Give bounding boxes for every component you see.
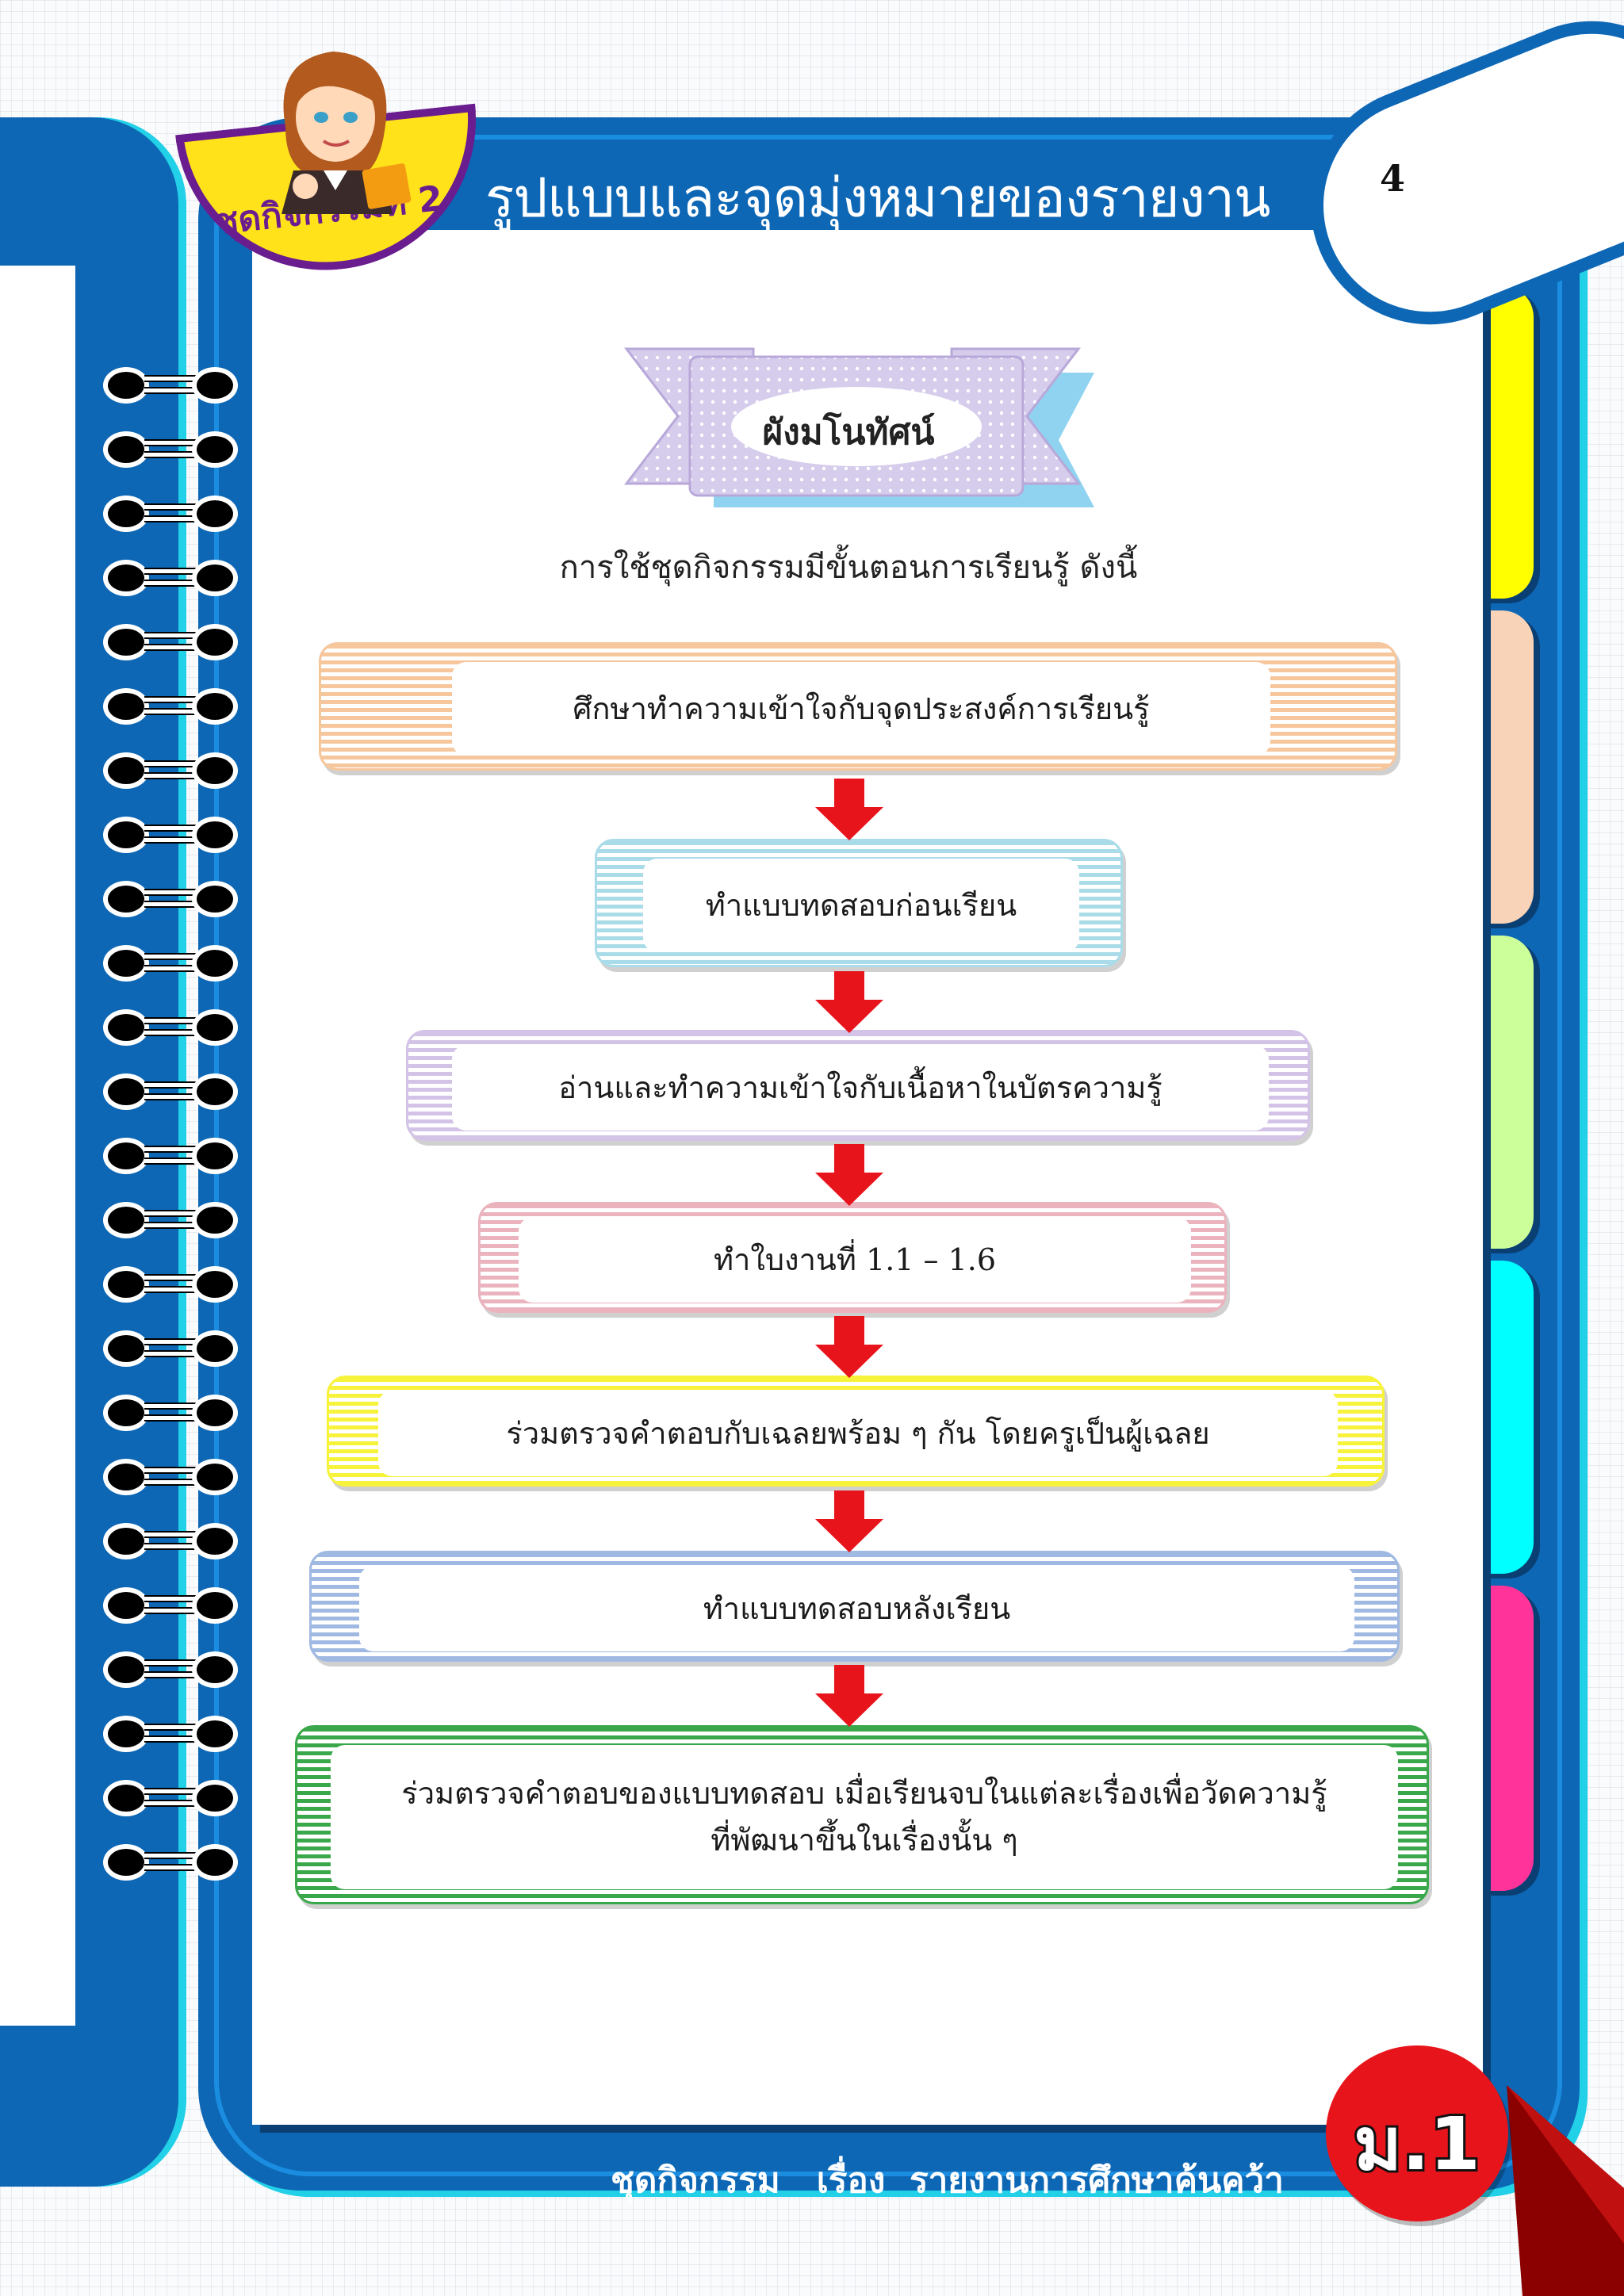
binder-ring-icon [103,682,238,729]
step-box: ร่วมตรวจคำตอบของแบบทดสอบ เมื่อเรียนจบในแ… [295,1725,1429,1904]
binder-ring-icon [103,1452,238,1500]
step-box: ทำแบบทดสอบก่อนเรียน [595,839,1123,967]
binder-ring-icon [103,874,238,922]
binder-ring-icon [103,1581,238,1628]
step-text: ทำแบบทดสอบก่อนเรียน [643,859,1079,952]
binder-ring-icon [103,746,238,794]
step-text: ทำแบบทดสอบหลังเรียน [359,1566,1354,1651]
binder-ring-icon [103,1388,238,1436]
step-text-line: ที่พัฒนาขึ้นในเรื่องนั้น ๆ [710,1823,1018,1858]
step-box: ร่วมตรวจคำตอบกับเฉลยพร้อม ๆ กัน โดยครูเป… [327,1376,1385,1487]
grade-badge-label: ม.1 [1351,2099,1483,2189]
teacher-avatar-icon [282,52,412,214]
step-text-line: ร่วมตรวจคำตอบของแบบทดสอบ เมื่อเรียนจบในแ… [401,1776,1327,1812]
concept-map-ribbon [623,347,1094,507]
binder-ring-icon [103,1260,238,1307]
step-text: อ่านและทำความเข้าใจกับเนื้อหาในบัตรความร… [452,1045,1269,1131]
binder-ring-icon [103,1709,238,1757]
binder-ring-icon [103,618,238,665]
binder-ring-icon [103,1838,238,1885]
left-inner-panel [0,266,75,2026]
page-title: รูปแบบและจุดมุ่งหมายของรายงาน [485,167,1271,230]
binder-ring-icon [103,1324,238,1372]
intro-text: การใช้ชุดกิจกรรมมีขั้นตอนการเรียนรู้ ดัง… [559,549,1138,586]
binder-ring-icon [103,1774,238,1821]
binder-ring-icon [103,1517,238,1564]
footer-text: ชุดกิจกรรม เรื่อง รายงานการศึกษาค้นคว้า [611,2160,1284,2201]
grade-badge-shape [1507,2085,1624,2296]
red-down-arrow-icon [815,971,883,1033]
side-tab-cyan [1473,1261,1534,1574]
step-box: ศึกษาทำความเข้าใจกับจุดประสงค์การเรียนรู… [319,642,1397,771]
binder-ring-icon [103,489,238,537]
binder-ring-icon [103,1067,238,1115]
binder-ring-icon [103,425,238,473]
red-down-arrow-icon [815,1665,883,1727]
red-down-arrow-icon [815,1490,883,1552]
binder-ring-icon [103,1131,238,1179]
red-down-arrow-icon [815,1144,883,1206]
binder-ring-icon [103,1003,238,1050]
concept-map-title: ผังมโนทัศน์ [762,412,935,453]
step-text: ทำใบงานที่ 1.1 – 1.6 [519,1217,1191,1303]
step-box: ทำแบบทดสอบหลังเรียน [309,1551,1400,1662]
step-text: ร่วมตรวจคำตอบกับเฉลยพร้อม ๆ กัน โดยครูเป… [378,1391,1338,1476]
red-down-arrow-icon [815,779,883,840]
red-down-arrow-icon [815,1316,883,1378]
side-tab-yellow [1473,285,1534,599]
side-tab-peach [1473,610,1534,924]
step-text-block: ร่วมตรวจคำตอบของแบบทดสอบ เมื่อเรียนจบในแ… [331,1745,1398,1889]
step-box: ทำใบงานที่ 1.1 – 1.6 [478,1202,1227,1313]
binder-ring-icon [103,553,238,601]
step-box: อ่านและทำความเข้าใจกับเนื้อหาในบัตรความร… [406,1030,1310,1141]
binder-ring-icon [103,810,238,858]
side-tab-pink [1473,1586,1534,1891]
binder-ring-icon [103,939,238,986]
page-number: 4 [1380,157,1406,200]
binder-ring-icon [103,1645,238,1693]
step-text: ศึกษาทำความเข้าใจกับจุดประสงค์การเรียนรู… [452,662,1270,756]
binder-ring-icon [103,1196,238,1243]
side-tab-green [1473,936,1534,1249]
grade-badge-circle [1326,2045,1508,2221]
binder-ring-icon [103,361,238,408]
